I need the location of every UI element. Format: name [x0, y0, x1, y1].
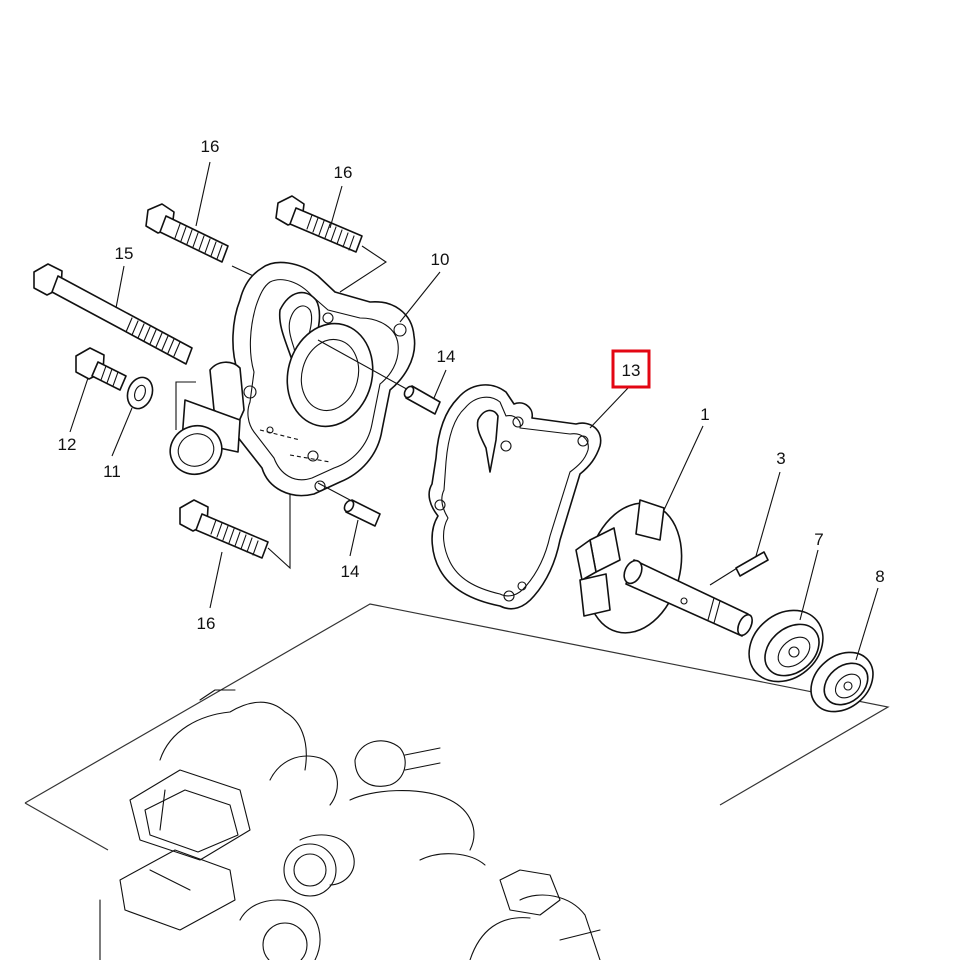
leader-lines: [69, 161, 879, 661]
bolt-12: [75, 347, 127, 391]
callout-16-lower: 16: [197, 614, 216, 633]
pin-3: [735, 551, 769, 577]
dowel-pin-14-lower: [343, 499, 381, 527]
highlight-box-13: [611, 349, 651, 389]
long-bolt-15: [33, 263, 193, 365]
washer-11: [126, 376, 154, 410]
gasket-13: [428, 384, 602, 610]
callout-13: 13: [622, 361, 641, 380]
callout-8: 8: [875, 567, 884, 586]
bolt-16-upper-left: [145, 203, 229, 263]
impeller-1: [575, 499, 753, 637]
crankcase-background: [24, 603, 890, 960]
callout-7: 7: [814, 530, 823, 549]
callout-16-top-right: 16: [334, 163, 353, 182]
seal-8: [810, 651, 874, 713]
callout-14-lower: 14: [341, 562, 360, 581]
callout-16-top-left: 16: [201, 137, 220, 156]
callout-15: 15: [115, 244, 134, 263]
callout-labels: 16 16 15 10 14 13 1 12 3 11 7 14 8 16: [58, 137, 885, 633]
pump-cover-10: [169, 261, 416, 501]
bearing-7: [748, 609, 824, 683]
callout-14-upper: 14: [437, 347, 456, 366]
callout-12: 12: [58, 435, 77, 454]
callout-1: 1: [700, 405, 709, 424]
callout-10: 10: [431, 250, 450, 269]
callout-3: 3: [776, 449, 785, 468]
bolt-16-upper-right: [275, 195, 363, 253]
dowel-pin-14-upper: [403, 385, 441, 415]
callout-11: 11: [103, 462, 121, 481]
bolt-16-lower: [179, 499, 269, 559]
